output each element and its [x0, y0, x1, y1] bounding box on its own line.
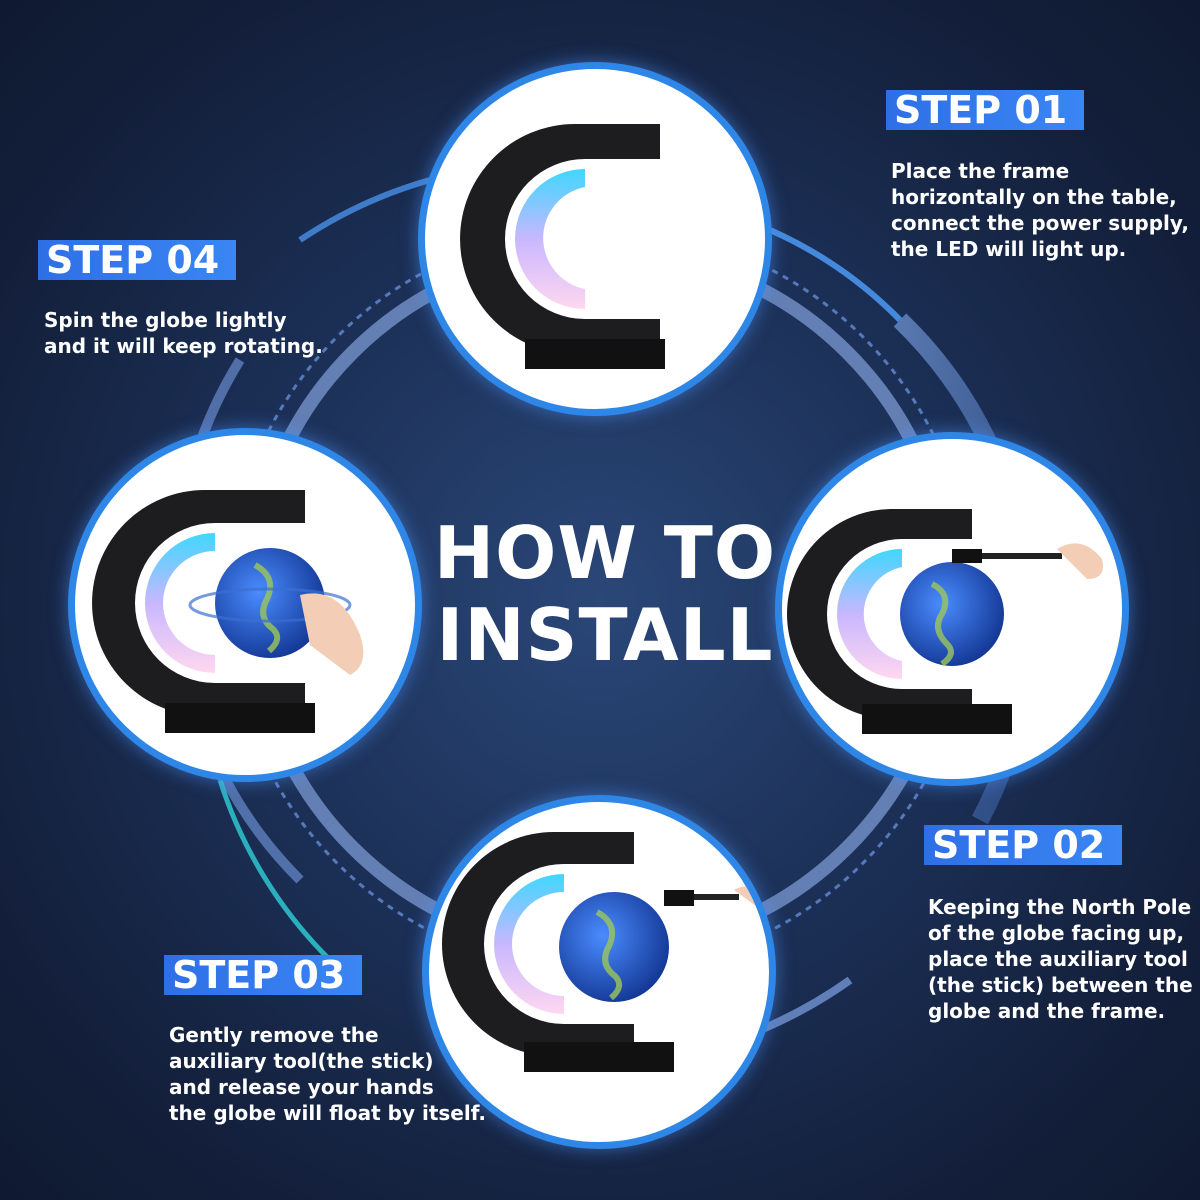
step-01-label: STEP 01	[886, 90, 1084, 130]
step-04-label: STEP 04	[38, 240, 236, 280]
frame-led-illustration	[460, 124, 665, 369]
title-line-1: HOW TO	[433, 511, 777, 595]
frame-globe-stick-illustration	[787, 509, 1103, 734]
step-03-label: STEP 03	[164, 955, 362, 995]
step-02-text: Keeping the North Pole of the globe faci…	[928, 895, 1193, 1023]
step-04-text: Spin the globe lightly and it will keep …	[44, 308, 323, 358]
title-line-2: INSTALL	[436, 593, 774, 677]
step-02-label: STEP 02	[924, 825, 1122, 865]
step-04-image	[68, 428, 422, 782]
step-02-image	[775, 432, 1129, 786]
step-03-image	[422, 795, 776, 1149]
frame-globe-remove-stick-illustration	[442, 832, 764, 1072]
step-01-image	[418, 62, 772, 416]
step-01-text: Place the frame horizontally on the tabl…	[891, 159, 1189, 261]
step-03-text: Gently remove the auxiliary tool(the sti…	[169, 1023, 486, 1125]
frame-globe-spin-illustration	[92, 490, 364, 733]
page-title: HOW TO INSTALL	[400, 512, 810, 676]
